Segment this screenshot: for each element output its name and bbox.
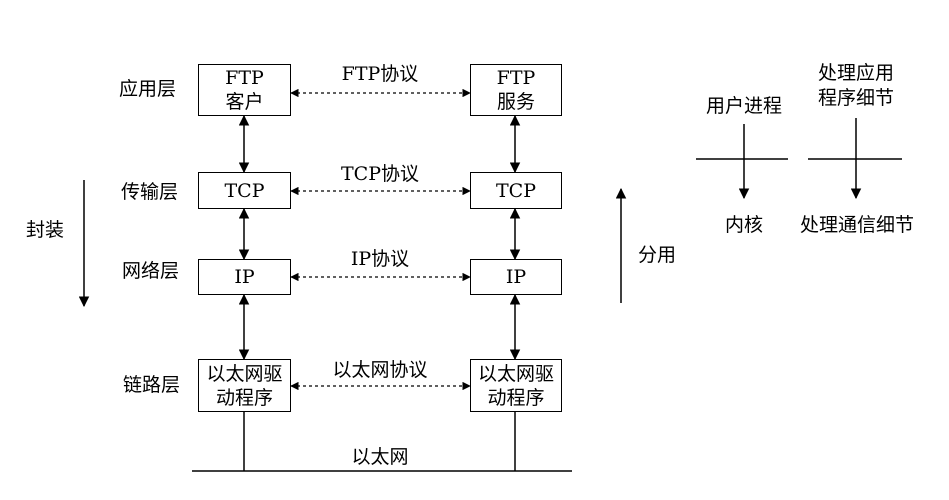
right-ethernet-driver-box: 以太网驱 动程序 — [470, 359, 562, 412]
legend-kernel-label: 内核 — [724, 214, 763, 236]
left-driver-line1: 以太网驱 — [206, 362, 283, 385]
left-tcp-label: TCP — [224, 179, 265, 202]
layer-label-transport: 传输层 — [121, 181, 179, 203]
ftp-protocol-label: FTP协议 — [341, 63, 419, 85]
layer-label-application: 应用层 — [119, 78, 177, 100]
left-ip-label: IP — [234, 266, 255, 288]
left-driver-line2: 动程序 — [215, 386, 273, 409]
ip-protocol-label: IP协议 — [350, 248, 410, 270]
right-ip-label: IP — [505, 266, 527, 288]
encapsulate-label: 封装 — [26, 219, 65, 241]
legend-app-detail-line2: 程序细节 — [817, 87, 894, 109]
right-ftp-line1: FTP — [496, 67, 536, 89]
tcp-protocol-label: TCP协议 — [341, 163, 419, 185]
layer-label-link: 链路层 — [123, 374, 181, 396]
left-ip-box: IP — [198, 259, 291, 295]
ethernet-protocol-label: 以太网协议 — [332, 359, 428, 381]
right-ftp-line2: 服务 — [496, 91, 535, 113]
left-ethernet-driver-box: 以太网驱 动程序 — [198, 359, 291, 412]
legend-app-detail-line1: 处理应用 — [817, 62, 894, 84]
legend-comm-detail-label: 处理通信细节 — [799, 214, 914, 236]
left-ftp-client-box: FTP 客户 — [198, 64, 291, 116]
left-tcp-box: TCP — [198, 172, 291, 209]
right-driver-line2: 动程序 — [487, 386, 545, 409]
right-ftp-server-box: FTP 服务 — [470, 64, 562, 116]
right-tcp-box: TCP — [470, 172, 562, 209]
right-ip-box: IP — [470, 259, 562, 295]
left-ftp-line2: 客户 — [225, 91, 264, 113]
legend-user-process-label: 用户进程 — [705, 95, 782, 117]
demultiplex-label: 分用 — [638, 244, 677, 266]
ethernet-medium-label: 以太网 — [351, 446, 409, 468]
left-ftp-line1: FTP — [225, 67, 264, 89]
right-driver-line1: 以太网驱 — [477, 362, 554, 385]
right-tcp-label: TCP — [496, 179, 536, 202]
layer-label-network: 网络层 — [122, 260, 180, 282]
